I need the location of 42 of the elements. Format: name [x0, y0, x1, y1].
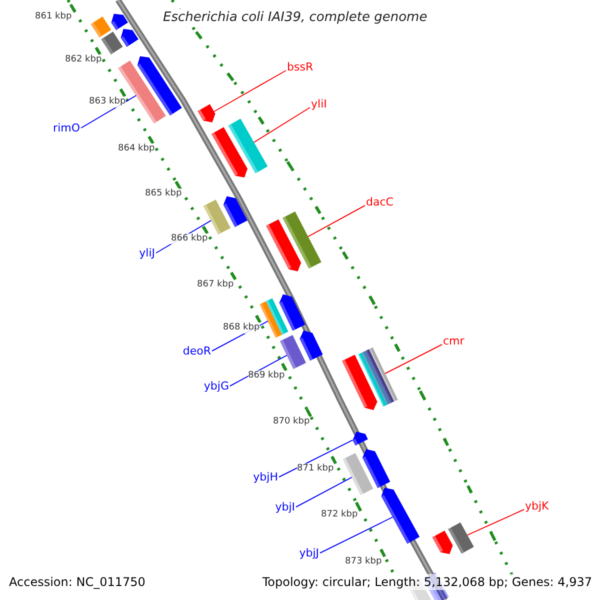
gene-label: bssR — [287, 60, 314, 74]
leader-line — [278, 440, 354, 478]
gene-block — [228, 118, 268, 174]
position-label: 871 kbp — [297, 464, 334, 474]
position-label: 867 kbp — [197, 280, 234, 290]
gene-block — [282, 212, 322, 268]
position-label: 873 kbp — [345, 556, 382, 568]
leader-line — [308, 205, 366, 238]
leader-line — [214, 70, 286, 112]
position-label: 863 kbp — [89, 96, 126, 108]
leader-line — [254, 107, 310, 143]
gene-label: ybjH — [253, 470, 278, 484]
position-label: 862 kbp — [65, 54, 102, 66]
leader-line — [384, 344, 442, 374]
gene-label: yliJ — [139, 246, 155, 260]
gene-label: deoR — [182, 344, 211, 358]
gene-label: ybjG — [204, 380, 229, 392]
position-label: 872 kbp — [321, 510, 358, 520]
gene-label: ybjJ — [299, 546, 319, 560]
leader-line — [296, 476, 352, 508]
gene-label: rimO — [53, 122, 80, 134]
position-label: 861 kbp — [35, 12, 72, 22]
leader-line — [320, 516, 394, 554]
gene-label: ybjI — [275, 500, 295, 514]
gene-label: cmr — [443, 334, 464, 348]
gene-label: yliI — [311, 98, 327, 110]
gene-label: ybjK — [525, 500, 549, 512]
gene-block — [352, 432, 368, 446]
gene-block — [381, 488, 420, 544]
genome-stats-text: Topology: circular; Length: 5,132,068 bp; Genes: 4,937 — [262, 574, 592, 590]
position-label: 866 kbp — [171, 234, 208, 244]
position-label: 868 kbp — [223, 322, 260, 334]
title: Escherichia coli IAI39, complete genome — [163, 9, 428, 27]
leader-line — [466, 509, 524, 536]
position-label: 864 kbp — [118, 144, 155, 154]
position-label: 869 kbp — [248, 370, 285, 382]
gene-block — [448, 522, 474, 554]
accession-text: Accession: NC_011750 — [9, 574, 146, 590]
position-label: 865 kbp — [145, 188, 182, 200]
position-label: 870 kbp — [273, 416, 310, 428]
gene-block — [198, 104, 216, 122]
gene-label: dacC — [366, 196, 394, 208]
